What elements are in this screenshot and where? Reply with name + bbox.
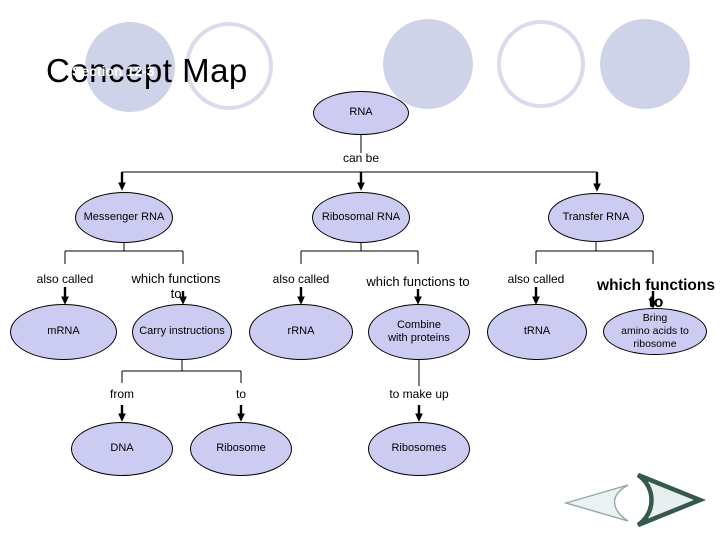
deco-circle-filled-1 <box>85 22 175 112</box>
deco-circle-outlined-2 <box>497 20 585 108</box>
edge-label-can-be: can be <box>342 151 380 165</box>
back-arrow-icon[interactable] <box>563 484 629 522</box>
section-overlay-text: Section 12-3 <box>72 63 155 79</box>
node-combine-line-2: with proteins <box>388 332 450 344</box>
node-rna[interactable]: RNA <box>313 91 409 135</box>
node-ribosomal-rna-label: Ribosomal RNA <box>321 210 401 223</box>
node-combine-line-1: Combine <box>396 318 442 331</box>
edge-label-to-make-up: to make up <box>389 387 449 401</box>
node-rrna-label: rRNA <box>287 325 315 338</box>
edge-label-also-called-transfer: also called <box>507 272 565 286</box>
node-ribosomal-rna[interactable]: Ribosomal RNA <box>312 192 410 243</box>
node-mrna[interactable]: mRNA <box>10 304 117 360</box>
edge-label-from: from <box>110 387 134 401</box>
node-combine-with-proteins[interactable]: Combine with proteins <box>368 304 470 360</box>
node-bring-line-3: ribosome <box>633 338 677 351</box>
node-ribosomes[interactable]: Ribosomes <box>368 422 470 476</box>
slide-nav-arrows <box>563 472 707 528</box>
node-messenger-rna-label: Messenger RNA <box>83 210 165 223</box>
node-ribosome[interactable]: Ribosome <box>190 422 292 476</box>
node-carry-instructions-label: Carry instructions <box>139 325 225 338</box>
deco-circle-filled-3 <box>600 19 690 109</box>
slide-title: Concept Map <box>46 52 248 89</box>
deco-circle-filled-2 <box>383 19 473 109</box>
node-rna-label: RNA <box>349 106 373 119</box>
node-carry-instructions[interactable]: Carry instructions <box>132 304 232 360</box>
edge-label-also-called-ribosomal: also called <box>272 272 330 286</box>
node-rrna[interactable]: rRNA <box>249 304 353 360</box>
node-bring-line-1: Bring <box>642 311 668 324</box>
node-trna[interactable]: tRNA <box>487 304 587 360</box>
node-bring-line-2: amino acids to <box>621 324 689 337</box>
node-trna-label: tRNA <box>523 325 551 338</box>
node-transfer-rna-label: Transfer RNA <box>562 210 630 223</box>
wft-transfer-line-1: which functions <box>597 277 715 294</box>
edge-label-which-functions-to-ribosomal: which functions to <box>366 274 470 289</box>
node-messenger-rna[interactable]: Messenger RNA <box>75 192 173 243</box>
wft-messenger-line-2: to <box>170 285 182 301</box>
node-transfer-rna[interactable]: Transfer RNA <box>548 193 644 242</box>
node-mrna-label: mRNA <box>47 325 80 338</box>
edge-label-also-called-messenger: also called <box>36 272 94 286</box>
forward-arrow-icon[interactable] <box>636 472 707 528</box>
edge-label-to: to <box>235 387 246 401</box>
edge-label-which-functions-to-transfer: which functions to <box>592 277 720 311</box>
node-dna-label: DNA <box>110 442 134 455</box>
node-ribosomes-label: Ribosomes <box>391 442 447 455</box>
node-dna[interactable]: DNA <box>71 422 173 476</box>
edge-label-which-functions-to-messenger: which functions to <box>120 271 232 302</box>
node-ribosome-label: Ribosome <box>216 442 266 455</box>
wft-transfer-line-2: to <box>648 294 664 312</box>
deco-circle-outlined-1 <box>185 22 273 110</box>
node-bring-amino-acids[interactable]: Bring amino acids to ribosome <box>603 308 707 355</box>
wft-messenger-line-1: which functions <box>131 271 221 286</box>
